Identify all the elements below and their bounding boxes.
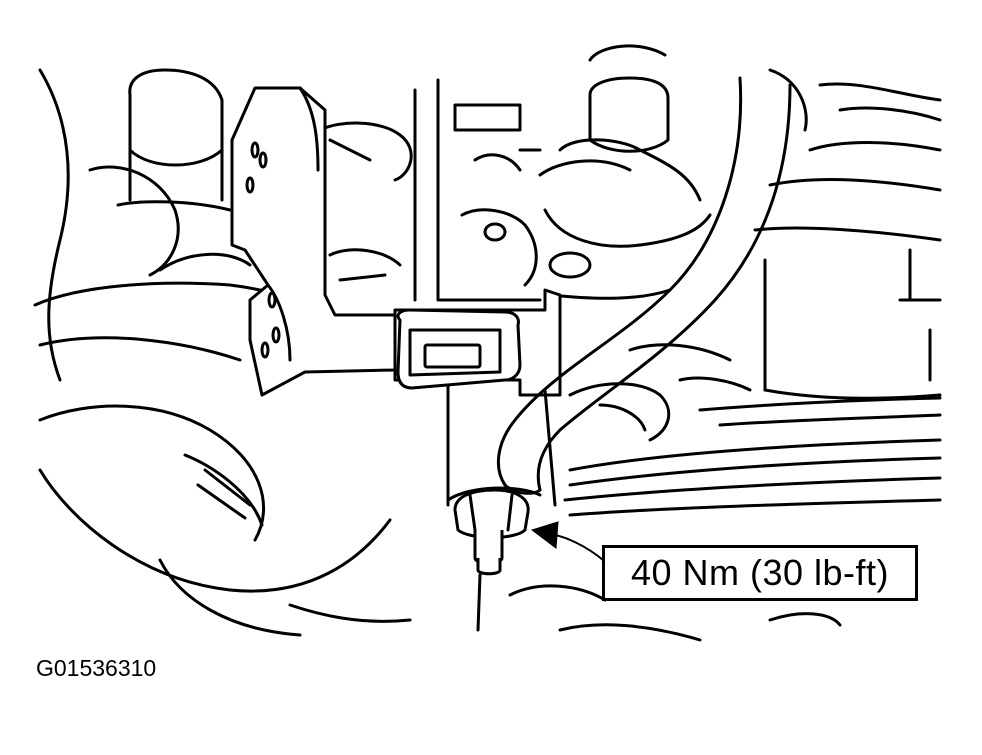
- upper-right-component: [483, 44, 942, 400]
- torque-spec-label: 40 Nm (30 lb-ft): [630, 552, 890, 593]
- clamp-block: [396, 308, 522, 390]
- engine-block-outline: [33, 68, 542, 637]
- mounting-bracket: [230, 86, 397, 397]
- torque-leader-arrow: [530, 521, 604, 561]
- bolt-nut: [453, 488, 530, 632]
- lower-right-linkage: [508, 343, 942, 642]
- figure-id: G01536310: [36, 655, 157, 681]
- cable-hose: [496, 76, 792, 495]
- torque-spec-callout: 40 Nm (30 lb-ft): [602, 545, 918, 601]
